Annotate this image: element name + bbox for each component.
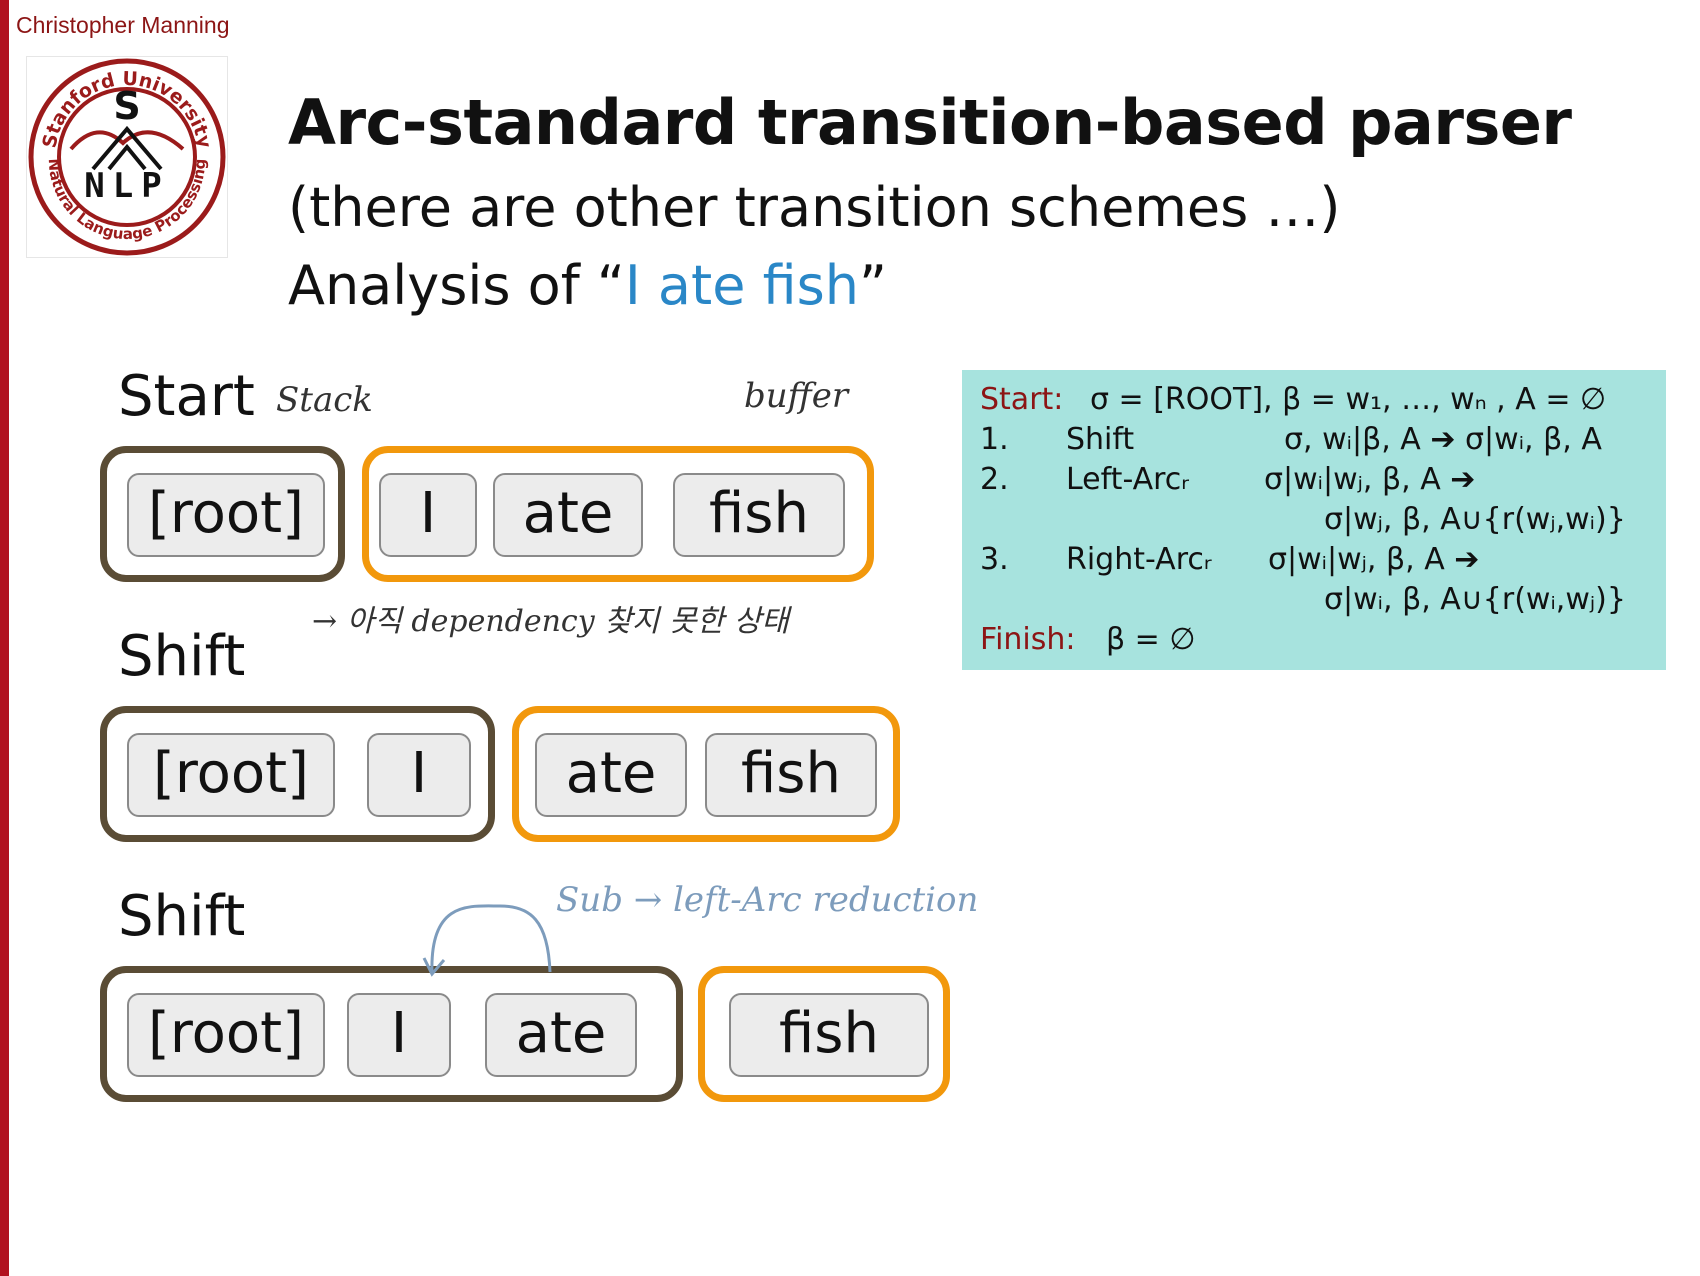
rule-lhs: σ|wᵢ|wⱼ, β, A ➔ — [1264, 462, 1476, 497]
stack-token: ate — [485, 993, 637, 1077]
rule-name: Left-Arcᵣ — [1066, 462, 1190, 497]
logo-letter: S — [113, 84, 140, 128]
logo-graphic: Stanford University Natural Language Pro… — [28, 58, 226, 256]
analysis-suffix: ” — [858, 254, 887, 317]
slide-title: Arc-standard transition-based parser — [288, 86, 1572, 159]
buffer-token: ate — [493, 473, 643, 557]
stack-box-shift-1: [root] I — [100, 706, 495, 842]
logo-abbr: NLP — [84, 166, 169, 206]
rule-rhs: σ|wᵢ, β, A∪{r(wᵢ,wⱼ)} — [1324, 582, 1626, 617]
step-label-start: Start — [118, 364, 255, 429]
rules-start-label: Start: — [980, 382, 1064, 417]
analysis-sentence: I ate fish — [624, 254, 859, 317]
rule-number: 3. — [980, 542, 1009, 577]
rules-finish-config: β = ∅ — [1106, 622, 1196, 657]
analysis-line: Analysis of “I ate fish” — [288, 254, 887, 317]
rules-finish-label: Finish: — [980, 622, 1076, 657]
analysis-prefix: Analysis of “ — [288, 254, 625, 317]
step-label-shift-2: Shift — [118, 884, 246, 949]
stack-token: I — [367, 733, 471, 817]
rule-rhs: σ|wⱼ, β, A∪{r(wⱼ,wᵢ)} — [1324, 502, 1626, 537]
buffer-box-shift-1: ate fish — [512, 706, 900, 842]
rule-number: 1. — [980, 422, 1009, 457]
slide-subtitle: (there are other transition schemes …) — [288, 176, 1341, 239]
left-accent-bar — [0, 0, 9, 1276]
stanford-nlp-logo: Stanford University Natural Language Pro… — [26, 56, 228, 258]
stack-token: I — [347, 993, 451, 1077]
buffer-box-start: I ate fish — [362, 446, 874, 582]
buffer-token: ate — [535, 733, 687, 817]
rule-lhs: σ|wᵢ|wⱼ, β, A ➔ — [1268, 542, 1480, 577]
handwritten-dependency-note: → 아직 dependency 찾지 못한 상태 — [312, 604, 789, 639]
transition-rules-box: Start: σ = [ROOT], β = w₁, …, wₙ , A = ∅… — [962, 370, 1666, 670]
rules-start-config: σ = [ROOT], β = w₁, …, wₙ , A = ∅ — [1090, 382, 1607, 417]
stack-token: [root] — [127, 473, 325, 557]
stack-box-start: [root] — [100, 446, 345, 582]
handwritten-stack-note: Stack — [276, 380, 373, 420]
handwritten-reduction-note: Sub → left-Arc reduction — [556, 880, 979, 920]
buffer-box-shift-2: fish — [698, 966, 950, 1102]
rule-lhs: σ, wᵢ|β, A ➔ σ|wᵢ, β, A — [1284, 422, 1602, 457]
step-label-shift-1: Shift — [118, 624, 246, 689]
rule-name: Shift — [1066, 422, 1135, 457]
buffer-token: I — [379, 473, 477, 557]
author-name: Christopher Manning — [16, 12, 230, 38]
rule-number: 2. — [980, 462, 1009, 497]
rule-name: Right-Arcᵣ — [1066, 542, 1212, 577]
stack-token: [root] — [127, 733, 335, 817]
stack-token: [root] — [127, 993, 325, 1077]
arc-arrowhead-sketch — [422, 957, 446, 977]
buffer-token: fish — [729, 993, 929, 1077]
stack-box-shift-2: [root] I ate — [100, 966, 683, 1102]
dependency-arc-sketch — [430, 904, 552, 973]
buffer-token: fish — [673, 473, 845, 557]
handwritten-buffer-note: buffer — [744, 376, 849, 416]
buffer-token: fish — [705, 733, 877, 817]
